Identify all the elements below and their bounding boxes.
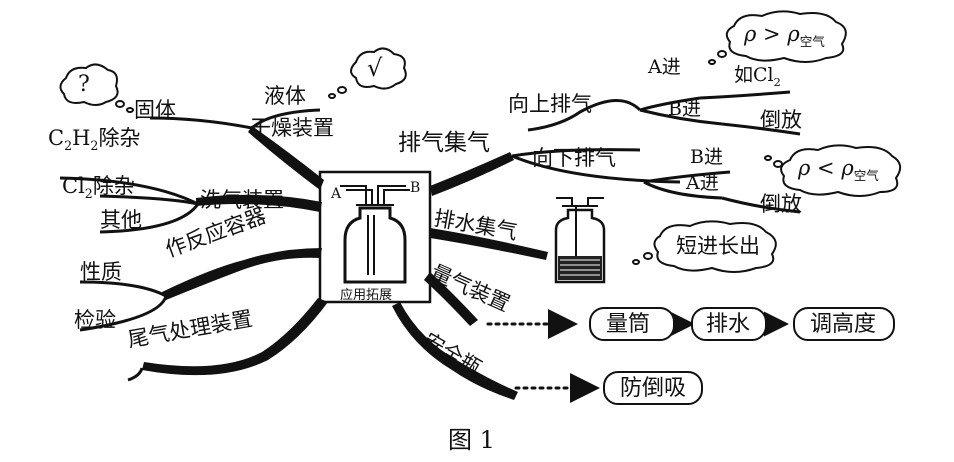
figure-caption: 图 1 xyxy=(448,426,495,454)
cloud-rho-greater xyxy=(725,10,847,63)
up-a-in: A进 xyxy=(648,56,681,78)
question-icon: ? xyxy=(78,72,90,97)
bottle-icon xyxy=(340,185,410,284)
short-in-long-out: 短进长出 xyxy=(676,234,760,258)
property-label: 性质 xyxy=(80,260,122,284)
step-drain: 排水 xyxy=(706,312,751,337)
cloud-rho-less xyxy=(780,144,902,197)
c2h2-label: C2H2除杂 xyxy=(48,126,141,154)
cloud-question xyxy=(59,63,119,106)
cl2-label: Cl2除杂 xyxy=(62,174,135,202)
step-backflow: 防倒吸 xyxy=(620,376,687,401)
rho-greater: ρ > ρ空气 xyxy=(744,22,825,50)
purify-label: 洗气装置 xyxy=(200,188,284,212)
solid-label: 固体 xyxy=(134,98,176,122)
step-box-4 xyxy=(603,371,703,405)
up-note: 如Cl2 xyxy=(734,64,781,89)
check-icon: √ xyxy=(367,54,383,82)
port-a-label: A xyxy=(331,186,342,202)
up-label: 向上排气 xyxy=(508,92,592,116)
water-bottle-icon xyxy=(554,197,606,284)
down-label: 向下排气 xyxy=(532,146,616,170)
dry-label: 干燥装置 xyxy=(250,116,334,140)
liquid-label: 液体 xyxy=(264,84,306,108)
test-label: 检验 xyxy=(74,308,116,332)
down-invert: 倒放 xyxy=(760,192,802,216)
step-cylinder: 量筒 xyxy=(606,312,651,337)
down-a-in: A进 xyxy=(686,172,719,194)
cloud-check xyxy=(350,47,407,90)
up-b-in: B进 xyxy=(668,98,701,120)
exhaust-label: 排气集气 xyxy=(398,130,490,156)
rho-less: ρ < ρ空气 xyxy=(798,156,879,184)
step-box-2 xyxy=(691,307,767,341)
up-invert: 倒放 xyxy=(760,108,802,132)
step-box-1 xyxy=(589,307,675,341)
center-label: 应用拓展 xyxy=(340,288,393,303)
port-b-label: B xyxy=(410,180,421,196)
down-b-in: B进 xyxy=(690,146,723,168)
step-box-3 xyxy=(793,307,895,341)
cloud-short-in xyxy=(653,220,777,273)
step-height: 调高度 xyxy=(810,312,877,337)
other-label: 其他 xyxy=(100,208,142,232)
